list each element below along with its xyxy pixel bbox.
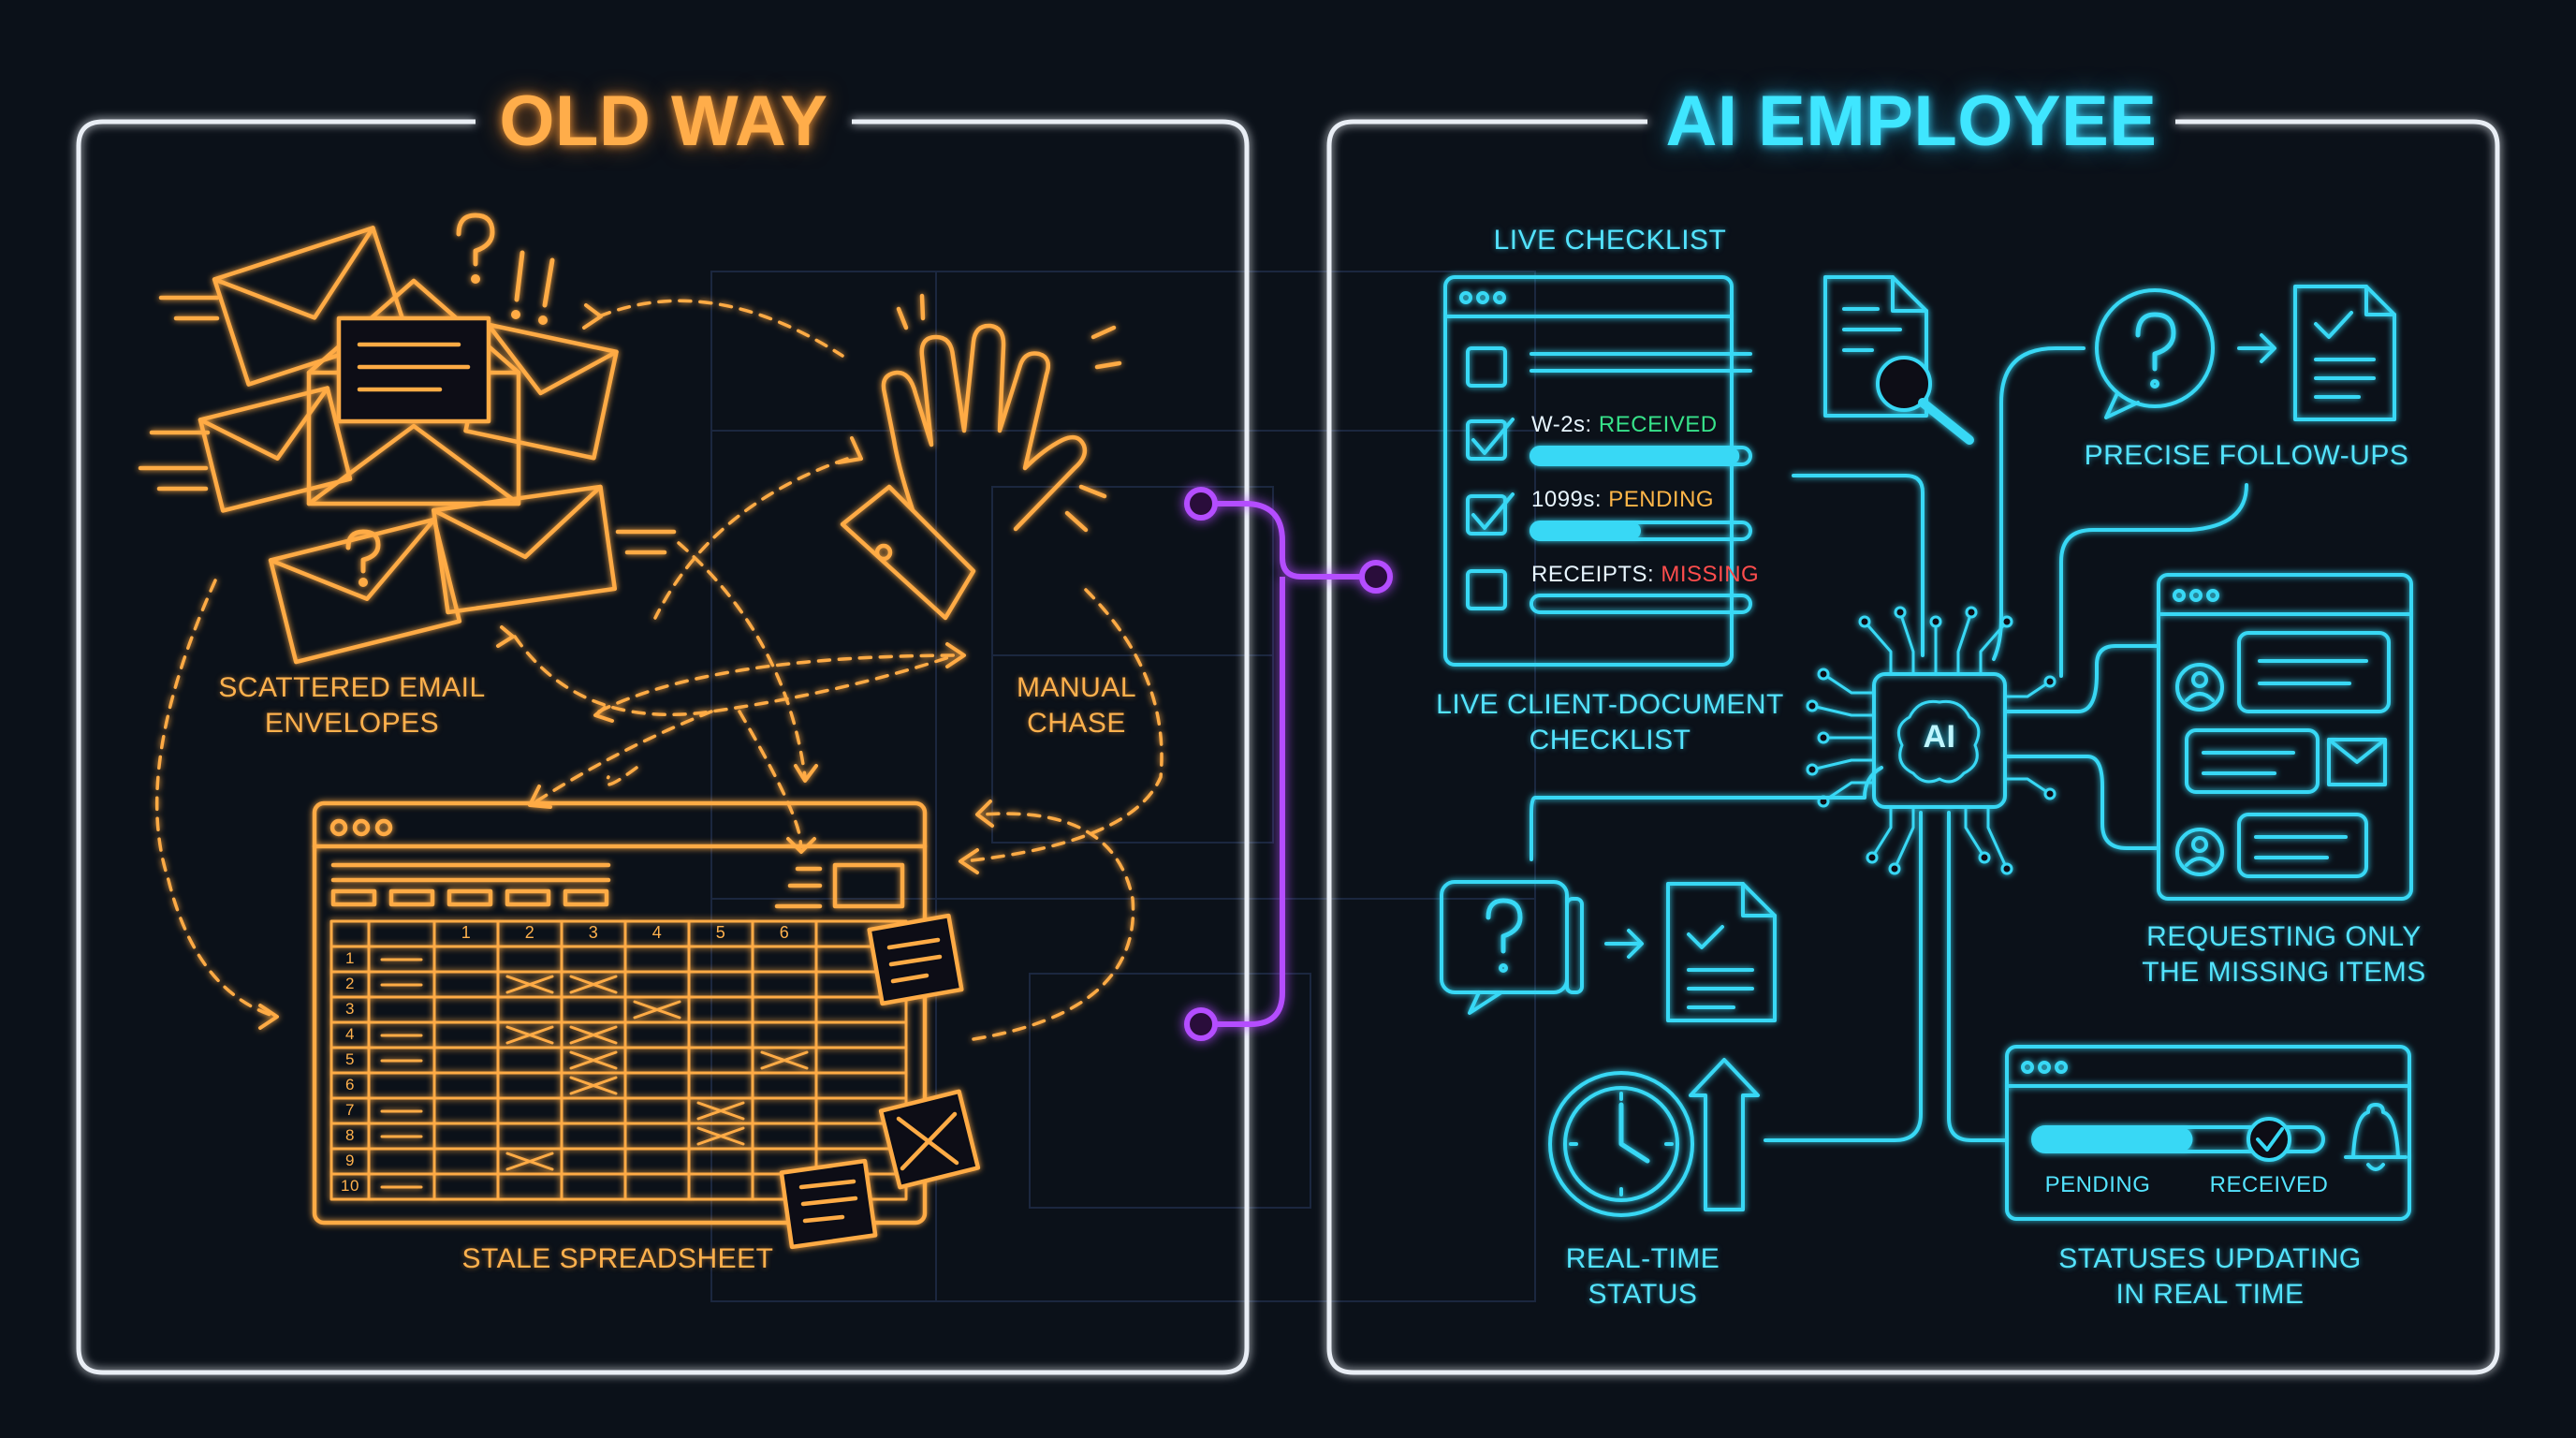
spreadsheet-row-header: 2 — [345, 975, 355, 992]
spreadsheet-row-header: 5 — [345, 1050, 355, 1068]
spreadsheet-grid — [329, 919, 908, 1201]
chat-window-icon — [2157, 573, 2413, 901]
checklist-progress-fills — [1531, 448, 1740, 539]
spreadsheet-row-header: 3 — [345, 1000, 355, 1018]
spreadsheet-column-header: 5 — [715, 923, 726, 942]
ai-brain-chip-icon — [1872, 672, 2007, 809]
checklist-item-receipts: RECEIPTS: MISSING — [1531, 562, 1760, 587]
arrow-heads — [258, 303, 994, 1030]
envelope-icon — [306, 278, 521, 506]
checklist-item-w2: W-2s: RECEIVED — [1531, 412, 1718, 437]
spreadsheet-row-header: 8 — [345, 1126, 355, 1144]
requesting-caption: REQUESTING ONLY THE MISSING ITEMS — [2142, 921, 2426, 988]
spreadsheet-row-header: 6 — [345, 1076, 355, 1093]
checklist-window — [1443, 275, 1752, 667]
arrow-right-icon — [1604, 929, 1644, 959]
spreadsheet-column-header: 1 — [461, 923, 472, 942]
up-arrow-icon — [1689, 1058, 1760, 1211]
sticky-note-icon — [779, 1158, 878, 1250]
spreadsheet-window — [312, 800, 928, 1225]
ai-chip-label: AI — [1923, 719, 1956, 755]
spreadsheet-column-header: 3 — [588, 923, 599, 942]
ai-art — [1440, 275, 2413, 1221]
status-pending: PENDING — [1608, 487, 1715, 512]
question-mark-icon — [345, 213, 555, 587]
wiring — [1530, 346, 2248, 1142]
checklist-progress-fill — [1531, 448, 1740, 464]
precise-followups-caption: PRECISE FOLLOW-UPS — [2084, 440, 2409, 471]
spreadsheet-column-header: 2 — [524, 923, 535, 942]
spreadsheet-column-header: 6 — [779, 923, 790, 942]
document-search-icon — [1823, 275, 1974, 445]
live-checklist-header: LIVE CHECKLIST — [1493, 225, 1727, 256]
waving-hand-icon — [840, 293, 1122, 621]
realtime-status-caption: REAL-TIME STATUS — [1565, 1243, 1720, 1310]
checked-document-icon — [2293, 285, 2396, 421]
arrow-right-icon — [2237, 333, 2276, 363]
status-missing: MISSING — [1661, 562, 1760, 587]
manual-chase-label: MANUAL CHASE — [1016, 672, 1137, 739]
statuses-updating-caption: STATUSES UPDATING IN REAL TIME — [2058, 1243, 2362, 1310]
spreadsheet-row-header: 10 — [341, 1177, 359, 1195]
status-received: RECEIVED — [1598, 412, 1718, 437]
spreadsheet-column-header: 4 — [651, 923, 663, 942]
blueprint-background — [710, 271, 1536, 1302]
old-way-title: OLD WAY — [499, 81, 828, 161]
clock-icon — [1548, 1071, 1694, 1217]
panel-frames — [76, 119, 2500, 1375]
spreadsheet-row-header: 1 — [345, 949, 355, 967]
status-received-label: RECEIVED — [2209, 1172, 2329, 1197]
spreadsheet-row-header: 4 — [345, 1025, 355, 1043]
checklist-caption: LIVE CLIENT-DOCUMENT CHECKLIST — [1436, 689, 1784, 756]
connector — [1184, 487, 1393, 1041]
spreadsheet-row-header: 7 — [345, 1101, 355, 1119]
sticky-note-icon — [867, 913, 964, 1006]
question-bubble-icon — [2095, 288, 2215, 419]
status-window — [2005, 1045, 2411, 1221]
spreadsheet-row-header: 9 — [345, 1152, 355, 1169]
status-pending-label: PENDING — [2044, 1172, 2151, 1197]
checklist-progress-fill — [1531, 522, 1641, 539]
stale-spreadsheet-label: STALE SPREADSHEET — [461, 1243, 774, 1274]
ai-employee-title: AI EMPLOYEE — [1665, 81, 2158, 161]
sticky-note-icon — [878, 1089, 981, 1190]
envelopes-label: SCATTERED EMAIL ENVELOPES — [218, 672, 486, 739]
chip-circuit-traces — [1806, 606, 2056, 875]
checklist-item-1099: 1099s: PENDING — [1531, 487, 1715, 512]
checked-document-icon — [1666, 882, 1777, 1022]
status-progress-fill — [2033, 1127, 2193, 1152]
question-bubble-icon — [1440, 880, 1584, 1015]
envelope-icon — [268, 517, 462, 665]
old-way-art — [138, 213, 1164, 1250]
